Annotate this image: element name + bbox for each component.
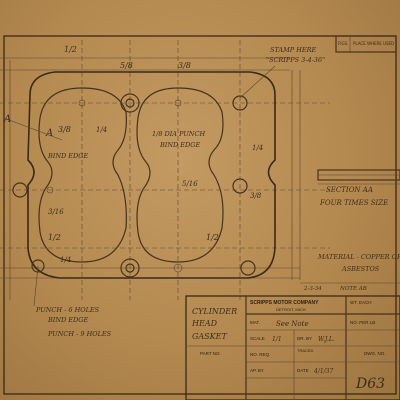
bottom-note-line2: BIND EDGE <box>47 316 88 324</box>
no-per-lb-label: NO. PER LB. <box>350 320 377 325</box>
part-name-line1: CYLINDER <box>192 307 237 316</box>
section-scale: FOUR TIMES SIZE <box>319 199 388 207</box>
dim-label-2: 5/8 <box>120 61 133 70</box>
gasket-outer-edge <box>27 71 276 279</box>
dim-label-12: 1/4 <box>252 144 263 152</box>
bolt-hole-bottom-right <box>240 260 256 276</box>
part-no-label: PART NO. <box>200 351 221 356</box>
wt-each-label: WT. EACH <box>350 300 372 305</box>
section-detail: SECTION AA FOUR TIMES SIZE MATERIAL - CO… <box>300 169 400 292</box>
small-hole-top-left <box>78 99 86 107</box>
dr-by-value: W.J.L. <box>318 336 335 343</box>
bolt-hole-bottom-center <box>120 258 140 278</box>
dwg-no-label: DWG. NO. <box>364 351 386 356</box>
bolt-hole-top-center-inner <box>125 98 135 108</box>
top-revision-block: FIGS. PLACE WHERE USED <box>335 35 397 53</box>
section-mark-label: A <box>45 128 53 139</box>
dim-label-8: 1/2 <box>206 233 219 242</box>
section-mark-label-2: A <box>3 114 11 125</box>
scale-label: SCALE <box>250 336 265 341</box>
revision-box <box>335 35 397 53</box>
bolt-hole-mid-left <box>12 182 28 198</box>
section-marker: A A <box>3 114 63 141</box>
part-name-line3: GASKET <box>192 332 227 341</box>
left-bore-outline <box>38 87 127 263</box>
no-req-label: NO. REQ. <box>250 352 270 357</box>
part-name-line2: HEAD <box>191 319 218 328</box>
note-fragment: NOTE AB <box>339 286 367 292</box>
material-line2: ASBESTOS <box>341 265 380 273</box>
stamp-note-line2: "SCRIPPS 3-4-36" <box>266 56 325 64</box>
dim-label-3: 3/8 <box>178 61 191 70</box>
place-where-used-label: PLACE WHERE USED <box>353 41 394 46</box>
bottom-note-line3: PUNCH - 9 HOLES <box>47 330 112 338</box>
dim-label-10: 1/4 <box>60 256 71 264</box>
right-bore-outline <box>136 87 224 263</box>
dr-by-label: DR. BY <box>297 336 312 341</box>
ap-by-label: AP. BY <box>250 368 264 373</box>
company-name: SCRIPPS MOTOR COMPANY <box>250 300 319 306</box>
bolt-hole-top-center <box>120 93 140 113</box>
bottom-leader-line <box>33 265 39 307</box>
bolt-hole-mid-right <box>232 178 248 194</box>
bottom-note-line1: PUNCH - 6 HOLES <box>35 306 100 314</box>
dim-label-9: 1/2 <box>48 233 61 242</box>
title-block: CYLINDER HEAD GASKET PART NO. SCRIPPS MO… <box>185 295 400 400</box>
bolt-hole-bottom-left <box>31 259 45 273</box>
bolt-holes <box>12 93 256 278</box>
handwritten-notes: STAMP HERE "SCRIPPS 3-4-36" 1/8 DIA PUNC… <box>33 46 325 338</box>
small-hole-bottom <box>173 263 183 273</box>
dim-label-1: 1/2 <box>64 45 77 54</box>
date-label: DATE <box>297 368 309 373</box>
dimension-labels: 1/2 5/8 3/8 3/8 1/4 5/16 3/16 1/2 1/2 1/… <box>48 45 263 264</box>
material-line1: MATERIAL - COPPER OR <box>317 253 400 261</box>
dim-label-11: 3/8 <box>250 192 262 200</box>
dim-label-6: 5/16 <box>182 180 198 188</box>
punch-note-line1: 1/8 DIA PUNCH <box>152 130 205 138</box>
section-line <box>3 117 63 141</box>
gasket-outline <box>27 71 276 279</box>
dim-label-5: 1/4 <box>96 126 107 134</box>
dwg-no-value: D63 <box>355 376 385 392</box>
mat-label: MAT. <box>250 320 260 325</box>
stamp-note-line1: STAMP HERE <box>270 46 317 54</box>
company-city: DETROIT, MICH. <box>276 307 307 312</box>
small-hole-top <box>174 99 182 107</box>
bolt-hole-top-right <box>232 95 248 111</box>
scale-value: 1/1 <box>272 336 282 343</box>
punch-note-line2: BIND EDGE <box>159 141 200 149</box>
dim-label-4: 3/8 <box>58 125 71 134</box>
section-label: SECTION AA <box>326 186 373 194</box>
stamp-leader-line <box>239 65 276 99</box>
small-hole-left <box>46 186 54 194</box>
dim-label-7: 3/16 <box>48 208 64 216</box>
title-block-frame <box>185 295 400 400</box>
figs-label: FIGS. <box>338 41 348 46</box>
bolt-hole-bottom-center-inner <box>125 263 135 273</box>
date-note: 2-3-34 <box>303 286 322 292</box>
mat-value: See Note <box>276 320 309 328</box>
bind-edge-note: BIND EDGE <box>47 152 88 160</box>
date-value: 4/1/37 <box>313 368 333 375</box>
drawing-border <box>3 35 397 395</box>
traced-label: TRACED <box>297 348 314 353</box>
